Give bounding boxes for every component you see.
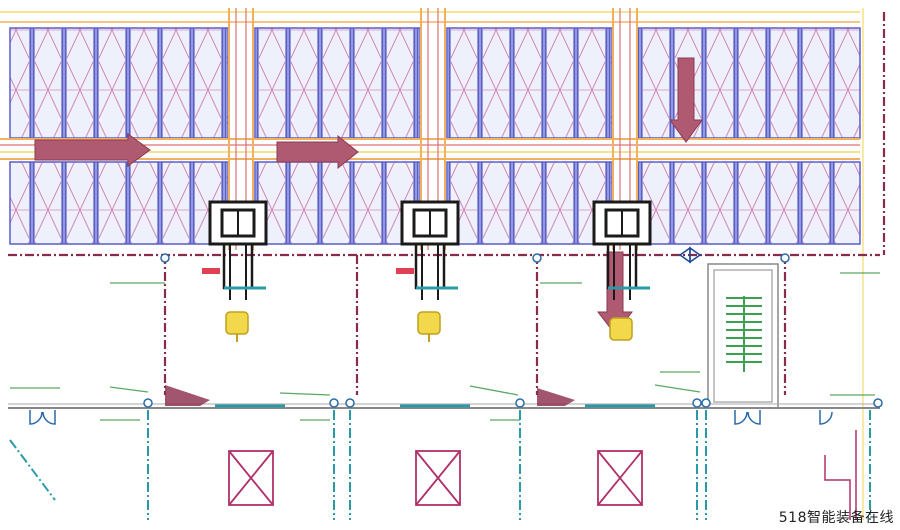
- arrow-right-1: [34, 133, 151, 167]
- x-box-1: [228, 450, 274, 506]
- arrow-down-1: [669, 57, 703, 143]
- x-boxes: [228, 450, 643, 506]
- rack-block: [446, 161, 613, 245]
- door-swings: [29, 410, 833, 425]
- stacker-crane-3: [592, 200, 652, 341]
- rack-block: [254, 27, 421, 139]
- rack-block: [9, 27, 229, 139]
- boundary-walls: [8, 12, 886, 395]
- lower-wall: [8, 385, 880, 409]
- arrow-right-2: [276, 134, 359, 170]
- valve-symbol: [678, 246, 702, 264]
- leader-lines: [10, 272, 880, 421]
- rack-block: [446, 27, 613, 139]
- rack-row-top: [9, 27, 861, 139]
- flow-arrows: [34, 57, 703, 335]
- stacker-crane-1: [202, 200, 268, 342]
- x-box-3: [597, 450, 643, 506]
- rack-block: [9, 161, 229, 245]
- rack-block: [637, 161, 861, 245]
- corner-conduit: [824, 430, 857, 520]
- x-box-2: [415, 450, 461, 506]
- stacker-crane-2: [396, 200, 460, 342]
- column-lines: [9, 410, 871, 520]
- column-nodes: [143, 253, 883, 408]
- watermark: 518智能装备在线: [778, 510, 894, 526]
- rack-block: [254, 161, 421, 245]
- staircase: [707, 263, 779, 409]
